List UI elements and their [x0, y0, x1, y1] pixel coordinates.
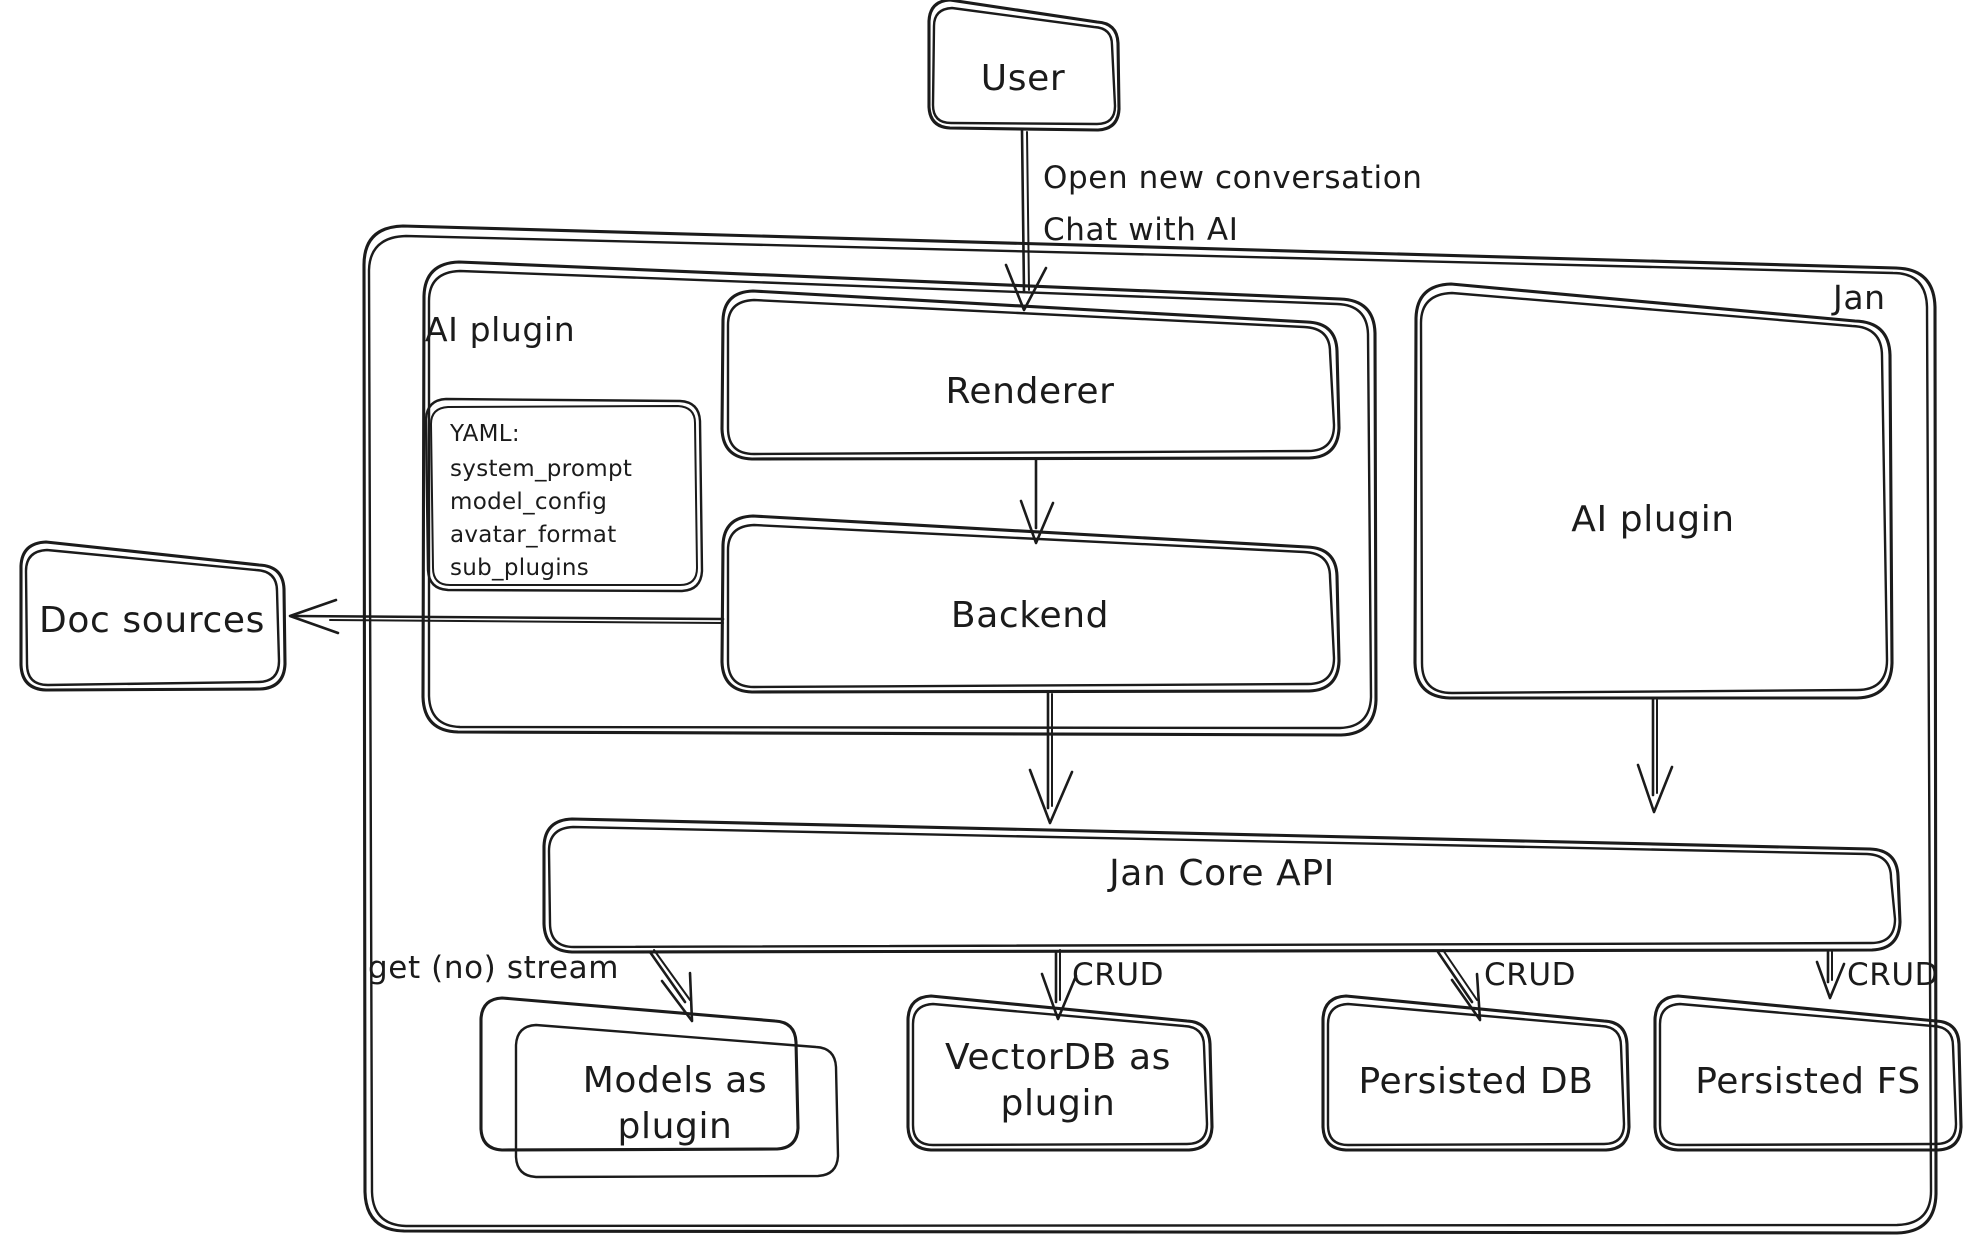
doc-sources-node[interactable]	[21, 565, 285, 690]
user-box-shape	[927, 0, 1121, 132]
renderer-box-shape	[720, 289, 1341, 461]
ai-plugin-group-shape	[421, 260, 1378, 737]
persisted-db-box-shape	[1321, 994, 1631, 1152]
ai-plugin-right-node[interactable]	[1416, 284, 1892, 698]
jan-core-api-node[interactable]	[544, 846, 1900, 952]
models-plugin-box-shape	[479, 996, 840, 1179]
vectordb-plugin-box-shape	[906, 994, 1214, 1152]
jan-container-shape	[362, 224, 1938, 1235]
persisted-fs-box-shape	[1653, 994, 1963, 1152]
edge-ai-plugin-to-jan-core-api	[1636, 696, 1674, 814]
yaml-card-shape	[424, 397, 704, 593]
edge-backend-to-doc-sources	[288, 598, 725, 635]
edge-core-to-persisted-db	[1436, 949, 1482, 1022]
edge-user-to-renderer	[1004, 128, 1048, 312]
edge-renderer-to-backend	[1019, 457, 1055, 545]
renderer-node[interactable]	[723, 320, 1339, 459]
edge-core-to-persisted-fs	[1815, 949, 1846, 1000]
user-node[interactable]	[929, 21, 1119, 130]
edge-core-to-models	[648, 949, 694, 1023]
edge-backend-to-jan-core-api	[1028, 690, 1074, 825]
ai-plugin-right-box-shape	[1413, 282, 1894, 700]
yaml-card[interactable]	[426, 401, 702, 591]
doc-sources-box-shape	[19, 540, 287, 692]
jan-core-api-box-shape	[542, 817, 1902, 954]
backend-box-shape	[720, 514, 1341, 694]
models-plugin-node[interactable]	[481, 998, 838, 1177]
backend-node[interactable]	[723, 516, 1339, 692]
persisted-db-node[interactable]	[1323, 996, 1629, 1150]
edge-core-to-vectordb	[1040, 949, 1078, 1021]
persisted-fs-node[interactable]	[1655, 996, 1961, 1150]
vectordb-plugin-node[interactable]	[908, 996, 1212, 1150]
